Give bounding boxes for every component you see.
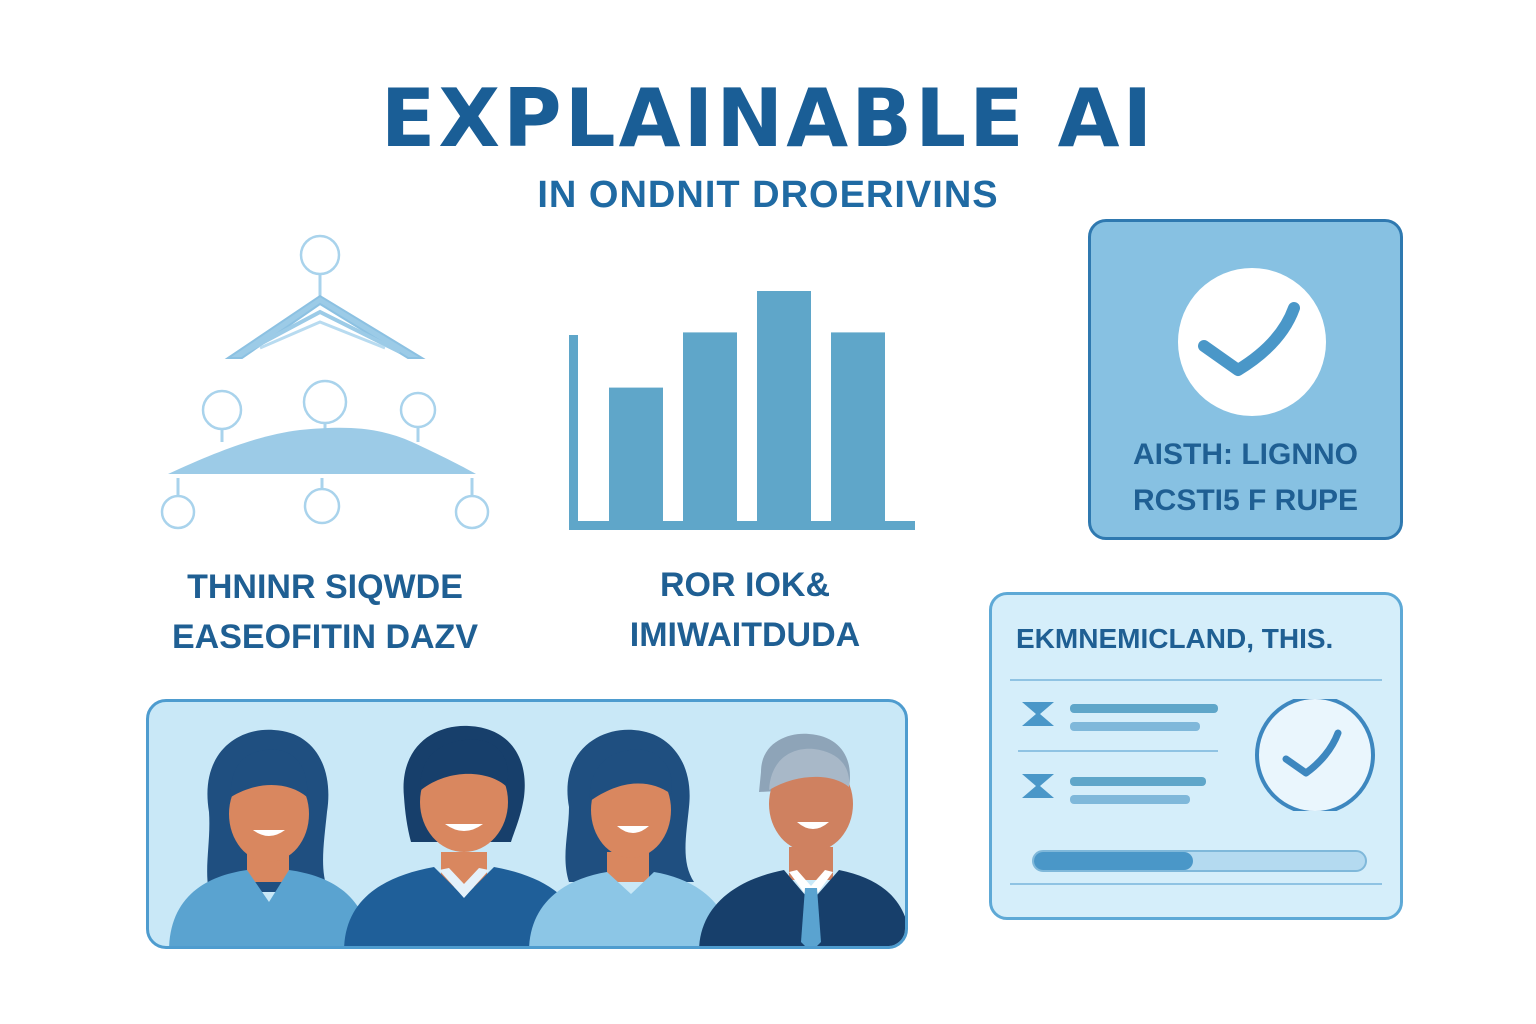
report-checklist-icon [1018, 702, 1218, 804]
decision-tree-icon [160, 234, 490, 530]
person-2 [344, 725, 584, 946]
report-progress-fill [1034, 852, 1193, 870]
bars-caption: ROR IOK& IMIWAITDUDA [580, 560, 910, 660]
divider [1010, 679, 1382, 681]
page-title: EXPLAINABLE AI [380, 72, 1156, 165]
check-card-line1: AISTH: LIGNNO [1133, 438, 1358, 471]
bars-caption-line1: ROR IOK& [660, 566, 830, 604]
check-card-text: AISTH: LIGNNO RCSTI5 F RUPE [1091, 432, 1400, 524]
report-card-heading: EKMNEMICLAND, THIS. [1016, 623, 1334, 654]
team-illustration [169, 725, 905, 946]
divider [1010, 883, 1382, 885]
bar-chart-axis-y [569, 335, 578, 530]
report-check-icon [1255, 699, 1375, 811]
check-card: AISTH: LIGNNO RCSTI5 F RUPE [1088, 219, 1403, 540]
bar-3 [757, 291, 811, 521]
bar-1 [609, 387, 663, 521]
checkmark-circle-icon [1178, 268, 1326, 416]
person-4 [699, 733, 905, 946]
report-card: EKMNEMICLAND, THIS. [989, 592, 1403, 920]
check-card-line2: RCSTI5 F RUPE [1132, 484, 1359, 517]
person-1 [169, 729, 371, 946]
bar-chart-axis-x [569, 521, 915, 530]
person-3 [529, 729, 734, 946]
team-panel [146, 699, 908, 949]
bar-chart-icon [569, 291, 915, 530]
page-subtitle: IN ONDNIT DROERIVINS [537, 174, 999, 216]
bar-2 [683, 332, 737, 521]
tree-caption: THNINR SIQWDE EASEOFITIN DAZV [150, 562, 500, 662]
report-progress-bar [1032, 850, 1367, 872]
tree-caption-line1: THNINR SIQWDE [187, 568, 463, 606]
bars-caption-line2: IMIWAITDUDA [629, 616, 861, 654]
bar-4 [831, 332, 885, 521]
tree-caption-line2: EASEOFITIN DAZV [171, 618, 479, 656]
